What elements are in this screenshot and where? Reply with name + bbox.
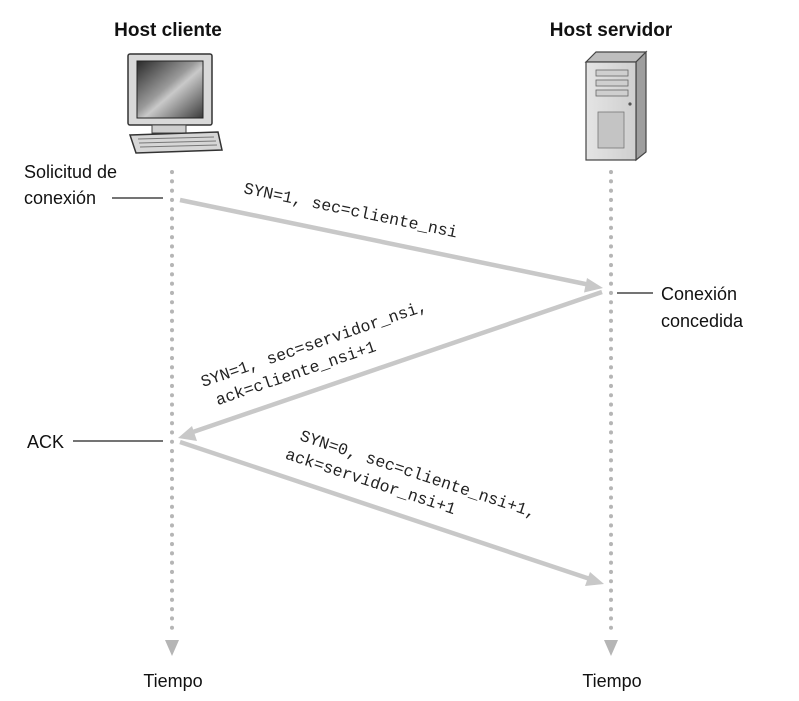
server-tower-icon [584, 50, 648, 162]
syn-message: SYN=1, sec=cliente_nsi [242, 179, 459, 242]
syn-message-line: SYN=1, sec=cliente_nsi [242, 179, 459, 242]
granted-label-line-1: Conexión [661, 284, 737, 304]
syn-ack-arrow [178, 289, 603, 441]
syn-ack-message: SYN=1, sec=servidor_nsi, ack=cliente_nsi… [198, 297, 429, 410]
client-time-label: Tiempo [143, 671, 202, 691]
request-label-line-2: conexión [24, 188, 96, 208]
server-time-label: Tiempo [582, 671, 641, 691]
ack-message: SYN=0, sec=cliente_nsi+1, ack=servidor_n… [283, 427, 538, 523]
client-timeline-arrowhead [165, 640, 179, 656]
syn-arrow [179, 197, 603, 293]
server-host-title: Host servidor [550, 20, 673, 41]
ack-label: ACK [27, 432, 64, 452]
desktop-computer-icon [127, 53, 223, 154]
server-timeline-arrowhead [604, 640, 618, 656]
granted-label-line-2: concedida [661, 311, 744, 331]
client-host-title: Host cliente [114, 20, 222, 41]
request-label-line-1: Solicitud de [24, 162, 117, 182]
ack-arrow [179, 439, 604, 586]
